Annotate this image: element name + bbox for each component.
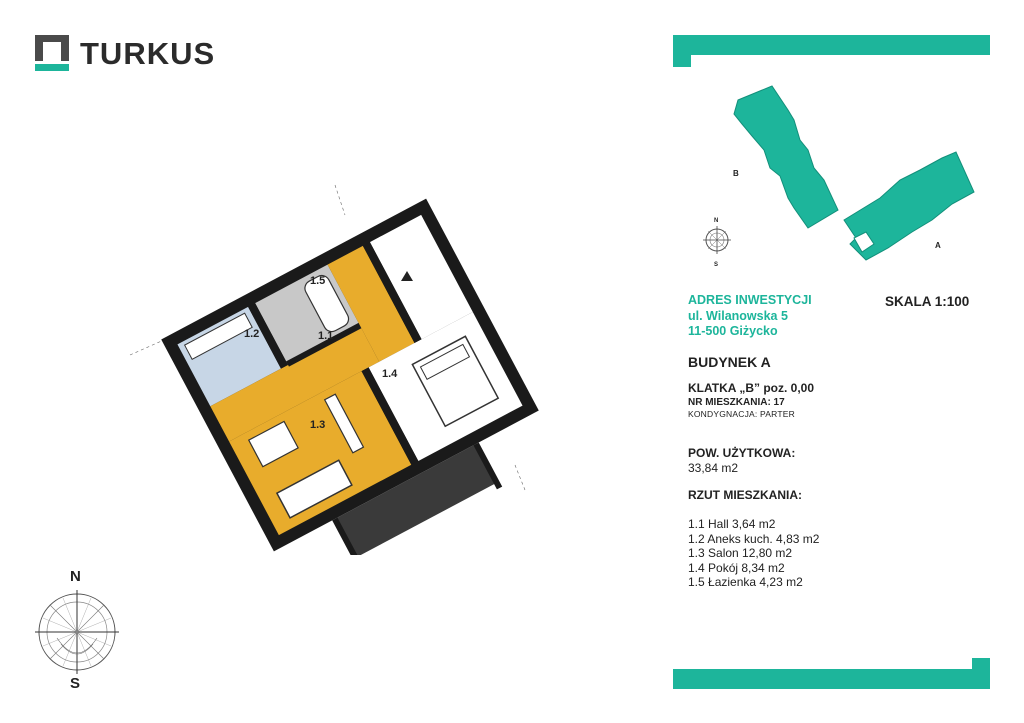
bottom-accent-bar (673, 669, 990, 689)
compass-s-label: S (70, 675, 81, 692)
room-label-1-2: 1.2 (244, 328, 260, 340)
room-list-item: 1.2 Aneks kuch. 4,83 m2 (688, 531, 820, 546)
site-plan (703, 85, 975, 261)
brand-name: TURKUS (80, 36, 216, 71)
building-title: BUDYNEK A (688, 354, 771, 370)
room-list-item: 1.3 Salon 12,80 m2 (688, 546, 793, 560)
building-a-shape (843, 151, 975, 261)
usable-area-value: 33,84 m2 (688, 461, 739, 475)
small-compass-icon (703, 226, 731, 254)
salon-room (229, 371, 412, 536)
address-street: ul. Wilanowska 5 (688, 309, 788, 323)
usable-area-label: POW. UŻYTKOWA: (688, 446, 796, 460)
kitchen-room (177, 306, 281, 407)
room-label-1-3: 1.3 (310, 419, 326, 431)
small-compass-s: S (714, 262, 719, 268)
building-b-label: B (733, 169, 739, 178)
compass-n-label: N (70, 568, 81, 585)
scale-label: SKALA 1:100 (885, 294, 970, 309)
balcony (335, 443, 498, 555)
building-b-shape (733, 85, 839, 229)
building-a-label: A (935, 241, 941, 250)
room-label-1-5: 1.5 (310, 275, 326, 287)
compass-rose-icon (35, 590, 119, 674)
apartment-number: NR MIESZKANIA: 17 (688, 397, 785, 408)
entrance-marker-icon (401, 271, 413, 281)
address-city: 11-500 Giżycko (688, 324, 778, 338)
stairwell-label: KLATKA „B” poz. 0,00 (688, 381, 815, 395)
address-heading: ADRES INWESTYCJI (688, 293, 812, 307)
bottom-accent-notch (972, 658, 990, 689)
top-accent-bar (673, 35, 990, 55)
room-list: 1.1 Hall 3,64 m2 1.2 Aneks kuch. 4,83 m2… (688, 517, 819, 590)
floor-label: KONDYGNACJA: PARTER (688, 409, 795, 419)
room-list-item: 1.4 Pokój 8,34 m2 (688, 560, 785, 575)
layout-heading: RZUT MIESZKANIA: (688, 488, 802, 502)
room-label-1-4: 1.4 (382, 368, 398, 380)
turkus-logo-icon (35, 35, 69, 71)
top-accent-notch (673, 35, 691, 67)
hall-room (210, 326, 380, 442)
room-list-item: 1.5 Łazienka 4,23 m2 (688, 575, 803, 589)
small-compass-n: N (714, 218, 719, 224)
room-label-1-1: 1.1 (318, 330, 334, 342)
room-list-item: 1.1 Hall 3,64 m2 (688, 517, 776, 531)
floor-plan (129, 184, 539, 555)
